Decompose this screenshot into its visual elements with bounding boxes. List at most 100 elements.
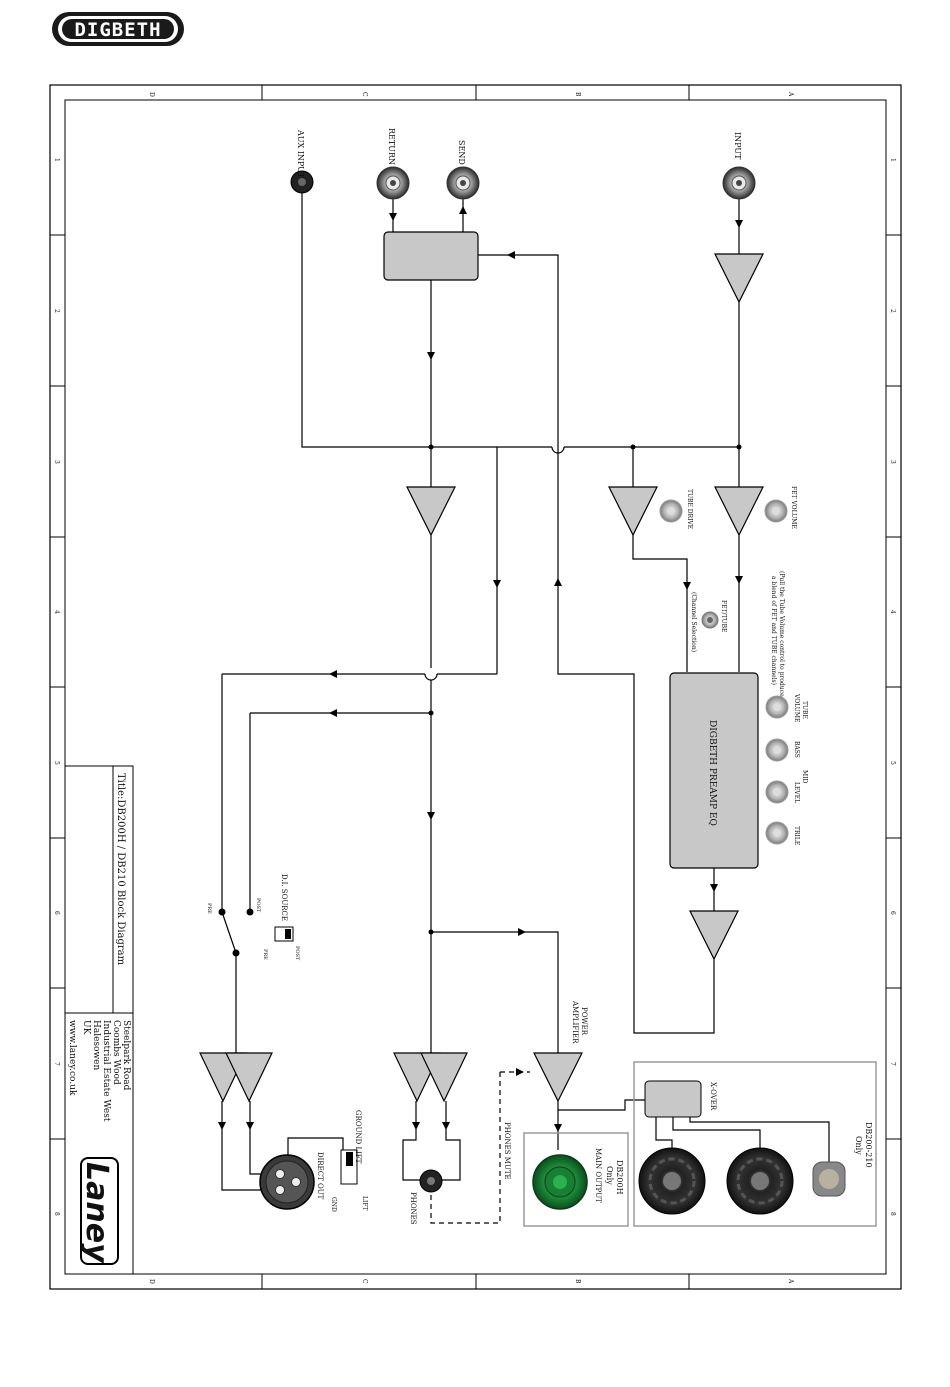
speaker-2 (726, 1147, 794, 1215)
tube-volume-label-2: VOLUME (793, 693, 800, 722)
fx-loop-block (383, 231, 479, 281)
tweeter (812, 1161, 846, 1197)
grid-left-number: 5 (53, 761, 60, 765)
grid-left-number: 3 (53, 460, 60, 464)
title-text: Title:DB200H / DB210 Block Diagram (115, 773, 126, 966)
phones-jack (419, 1169, 443, 1193)
laney-logo: Laney (79, 1157, 119, 1265)
treble-label: TRILE (793, 826, 800, 845)
bass-label: BASS (793, 741, 800, 758)
preamp-eq-label: DIGBETH PREAMP EQ (707, 720, 717, 826)
fet-tube-label: FET/TUBE (720, 600, 727, 632)
main-output-connector (532, 1154, 588, 1210)
ground-lift-switch (340, 1149, 358, 1185)
grid-right-number: 8 (889, 1212, 896, 1216)
grid-left-number: 2 (53, 309, 60, 313)
grid-top-letter: C (361, 92, 368, 97)
address-line: Industrial Estate West (101, 1020, 111, 1122)
logo-text: DIGBETH (74, 19, 161, 41)
di-source-label: D.I. SOURCE (280, 874, 288, 921)
grid-bottom-letter: A (787, 1278, 794, 1284)
power-amp-label-1: POWER (580, 1007, 588, 1036)
ground-lift-label: GROUND LIFT (354, 1110, 362, 1164)
preamp-eq-block: DIGBETH PREAMP EQ (669, 672, 759, 869)
main-output-label: MAIN OUTPUT (594, 1148, 602, 1203)
lift-label: LIFT (361, 1196, 368, 1211)
xover-label: X-OVER (709, 1082, 717, 1111)
junction-dots (218, 444, 742, 957)
grid-left-number: 8 (53, 1212, 60, 1216)
grid-left-number: 1 (53, 158, 60, 162)
grid-left-number: 4 (53, 610, 60, 614)
grid-left-number: 6 (53, 911, 60, 915)
grid-bottom-letter: D (148, 1279, 155, 1284)
phones-mute-line (430, 1071, 530, 1224)
grid-top-letter: A (787, 91, 794, 97)
di-source-switch (274, 926, 294, 942)
power-amp-label-2: AMPLIFIER (571, 1000, 579, 1044)
aux-mix-amp (406, 486, 456, 537)
tube-volume-label-1: TUBE (801, 701, 808, 719)
grid-top-letter: D (148, 92, 155, 97)
input-amp (714, 253, 764, 304)
xover-block (644, 1080, 702, 1118)
aux-input-jack (290, 170, 314, 194)
fet-volume-label: FET VOLUME (790, 486, 797, 529)
channel-selection-label: (Channel Selection) (690, 592, 697, 652)
grid-top-letter: B (574, 92, 581, 97)
amplifier-stages (199, 253, 764, 1103)
grid-right-number: 4 (889, 610, 896, 614)
grid-right-number: 7 (889, 1062, 896, 1066)
grid-right-number: 3 (889, 460, 896, 464)
pre-switch-label: PRE (262, 949, 268, 960)
address-line: Steelpark Road (121, 1020, 131, 1091)
phones-label: PHONES (409, 1192, 417, 1225)
address-line: Coombs Wood (111, 1020, 121, 1085)
tube-volume-knob (765, 695, 789, 719)
pre-label: PRE (206, 903, 212, 914)
send-label: SEND (457, 140, 466, 165)
drawing-frame (49, 84, 902, 1290)
direct-out-label: DIRECT OUT (316, 1152, 324, 1200)
speaker-1 (638, 1147, 706, 1215)
aux-input-label: AUX INPUT (296, 129, 305, 179)
pull-note-line-1: (Pull the Tube Volume control to produce (778, 571, 785, 697)
db200-210-label-1: DB200-210 (864, 1122, 873, 1168)
bass-knob (765, 738, 789, 762)
preamp-output-amp (689, 910, 739, 961)
send-jack (446, 166, 480, 200)
return-jack (376, 166, 410, 200)
diagram-labels: AUX INPUT RETURN SEND INPUT FET VOLUME T… (206, 128, 873, 1225)
phones-amp-2 (420, 1052, 468, 1103)
power-amp (533, 1052, 583, 1103)
grid-right-number: 1 (889, 158, 896, 162)
fet-volume-amp (714, 486, 764, 537)
grid-references: D C B A D C B A 1 2 3 4 5 6 7 8 1 2 3 4 … (53, 91, 896, 1284)
gnd-label: GND (330, 1197, 337, 1212)
mid-knob (765, 780, 789, 804)
post-label: POST (255, 898, 261, 913)
db200h-only-group (523, 1132, 629, 1227)
tube-drive-knob (659, 499, 683, 523)
tube-drive-amp (608, 486, 658, 537)
grid-right-number: 2 (889, 309, 896, 313)
mid-level-label: LEVEL (793, 782, 800, 803)
signal-arrows (218, 206, 743, 1132)
fet-volume-knob (764, 499, 788, 523)
grid-right-number: 6 (889, 911, 896, 915)
tube-drive-label: TUBE DRIVE (686, 489, 693, 529)
db200h-label-1: DB200H (615, 1160, 624, 1195)
title-block: Title:DB200H / DB210 Block Diagram Steel… (64, 765, 134, 1275)
grid-left-number: 7 (53, 1062, 60, 1066)
fet-tube-switch-knob (701, 611, 719, 629)
grid-right-number: 5 (889, 761, 896, 765)
grid-bottom-letter: B (574, 1279, 581, 1284)
phones-mute-label: PHONES MUTE (503, 1122, 511, 1180)
digbeth-logo: DIGBETH (52, 12, 184, 46)
grid-bottom-letter: C (361, 1279, 368, 1284)
address-line: UK (81, 1020, 91, 1035)
address-line: Halesowen (91, 1020, 101, 1070)
db200h-label-2: Only (605, 1166, 614, 1185)
